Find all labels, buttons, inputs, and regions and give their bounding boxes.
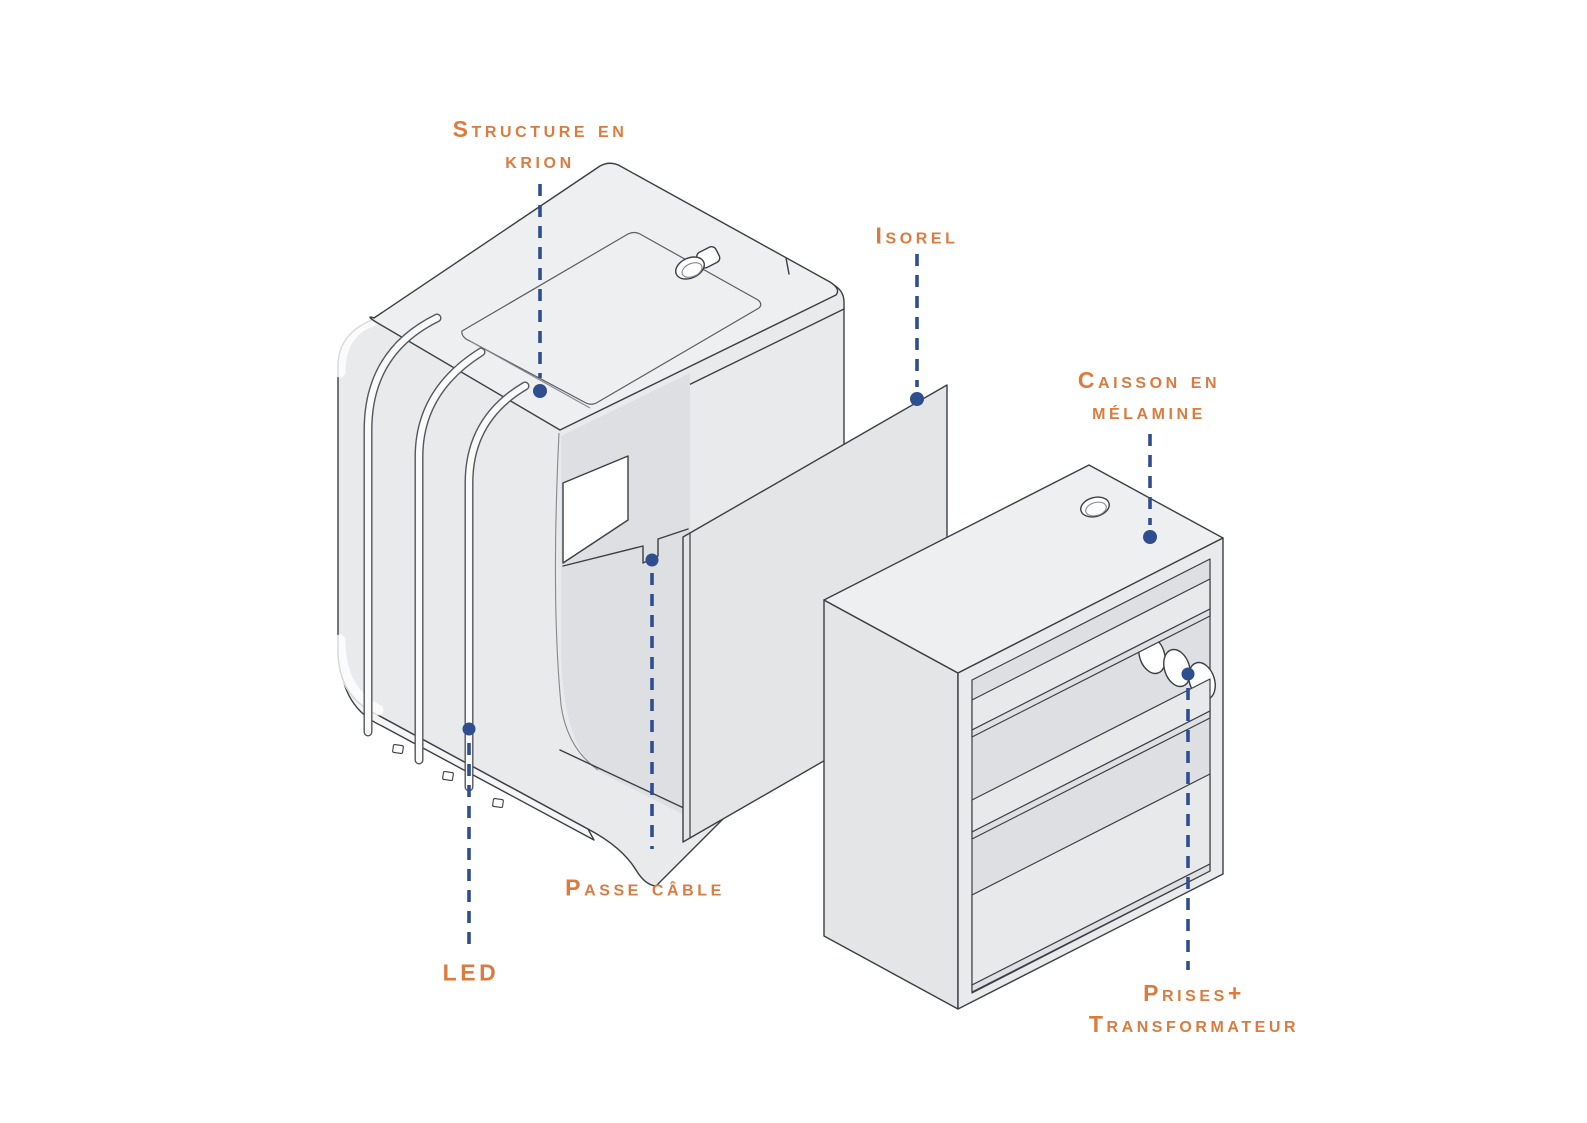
leader-structure-krion [533,184,547,398]
led-strips [363,313,530,792]
label-passe-cable-text: Passe câble [565,874,725,901]
label-prises-transformateur: Prises+ Transformateur [1089,978,1299,1040]
leader-dot [645,553,659,567]
leader-dot [1143,530,1157,544]
leader-dot [1181,667,1195,681]
shell-interior-bottom-line [559,749,689,811]
label-passe-cable: Passe câble [565,873,725,904]
label-caisson-line1: Caisson en [1077,367,1221,393]
label-caisson-line2: mélamine [1092,398,1206,424]
label-led-text: LED [442,959,500,986]
label-isorel: Isorel [876,221,959,252]
label-structure-krion: Structure en krion [453,114,628,176]
shelf-top-edge [971,608,1211,738]
shell-mounting-clips [392,743,504,809]
leader-dot [462,722,476,736]
label-isorel-text: Isorel [875,222,959,249]
shelf-middle-edge [971,710,1211,840]
leader-isorel [910,254,924,406]
shell-window-cutout [562,455,629,564]
shell-front-fold-line [554,432,599,771]
shell-recess-rim-line [469,340,591,409]
label-structure-krion-line2: krion [505,147,575,173]
leader-caisson [1143,434,1157,544]
cabinet-grommet-hole-inner [1085,501,1107,517]
leader-prises [1181,667,1195,970]
clip-icon [492,797,504,809]
krion-shell [334,162,845,887]
label-caisson-melamine: Caisson en mélamine [1078,365,1220,427]
label-prises-line2: Transformateur [1088,1011,1300,1037]
shell-corner-highlight-top [334,315,378,378]
shell-frame-step [785,257,790,275]
melamine-cabinet [823,464,1224,1010]
leader-lines [462,184,1195,970]
leader-passe-cable [645,553,659,849]
cabinet-grommet-hole [1080,496,1110,518]
clip-icon [392,743,404,755]
leader-dot [533,384,547,398]
label-structure-krion-line1: Structure en [452,116,628,142]
label-prises-line1: Prises+ [1143,980,1245,1006]
led-strip-fill-3 [465,382,529,791]
clip-icon [442,770,454,782]
led-strip-fill-2 [415,348,485,764]
leader-dot [910,392,924,406]
label-led: LED [443,958,500,989]
shell-grommet-hole-inner [681,262,703,278]
leader-led [462,722,476,947]
led-strip-fill-1 [364,314,441,736]
cabinet-floor-edge [971,863,1211,993]
